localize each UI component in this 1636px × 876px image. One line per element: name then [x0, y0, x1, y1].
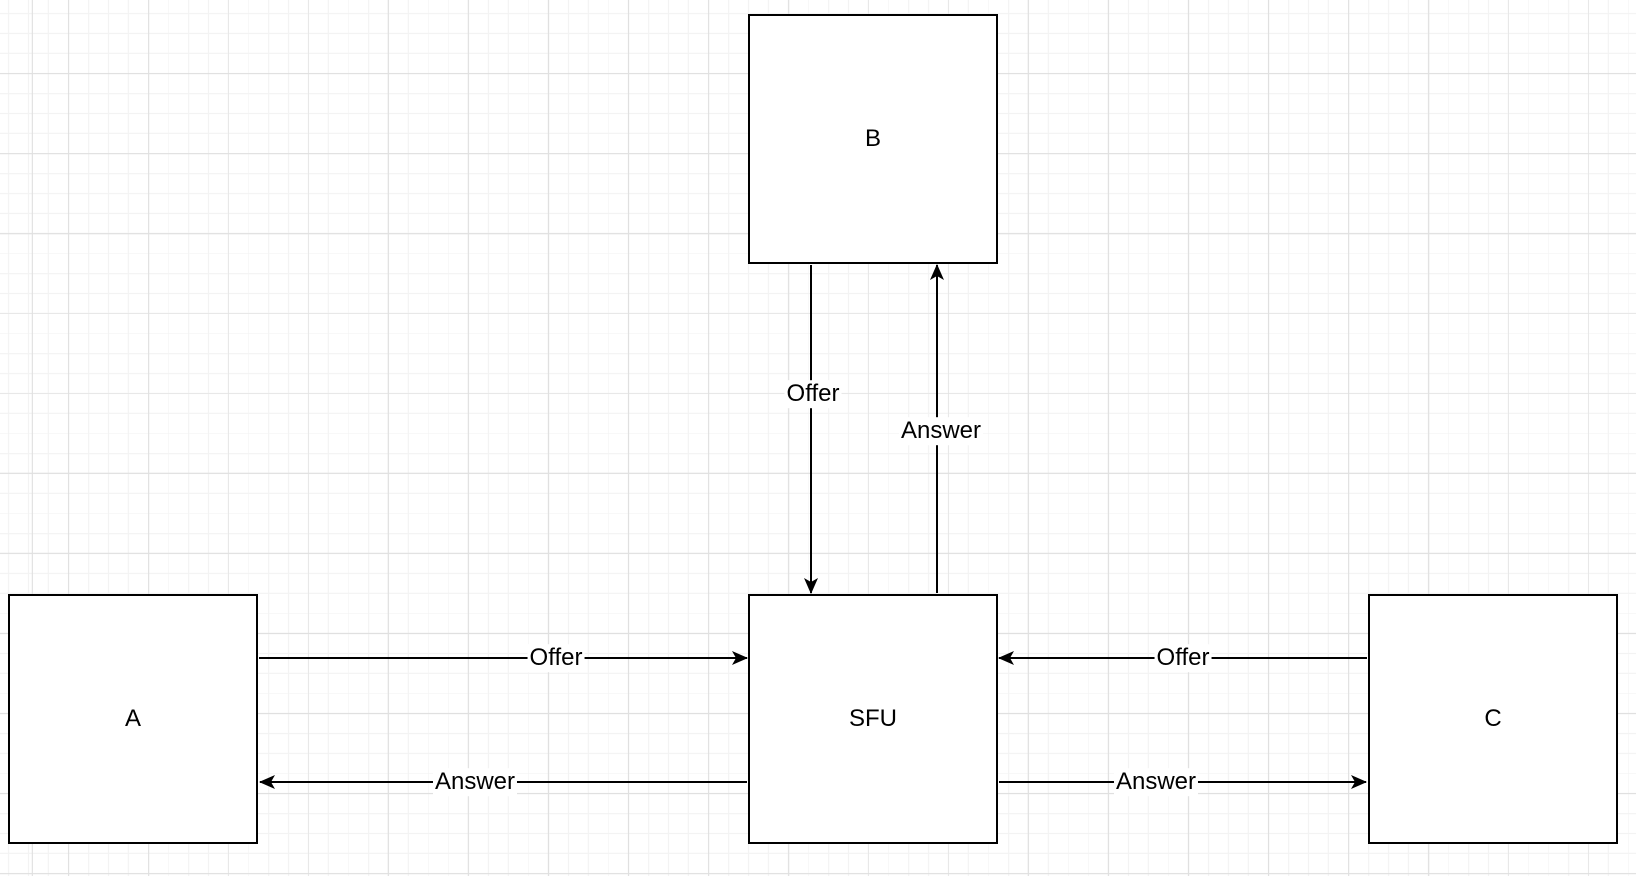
edge-sfu-to-b-label[interactable]: Answer	[898, 417, 984, 445]
node-c-label: C	[1484, 704, 1502, 732]
node-sfu-label: SFU	[849, 704, 897, 732]
edge-sfu-to-c-label[interactable]: Answer	[1113, 768, 1199, 796]
node-b[interactable]: B	[748, 14, 998, 264]
node-c[interactable]: C	[1368, 594, 1618, 844]
node-sfu[interactable]: SFU	[748, 594, 998, 844]
node-b-label: B	[864, 124, 881, 152]
node-a-label: A	[124, 704, 141, 732]
edge-c-to-sfu-label[interactable]: Offer	[1154, 644, 1212, 672]
edge-b-to-sfu-label[interactable]: Offer	[784, 380, 842, 408]
edge-a-to-sfu-label[interactable]: Offer	[527, 644, 585, 672]
node-a[interactable]: A	[8, 594, 258, 844]
edge-sfu-to-a-label[interactable]: Answer	[432, 768, 518, 796]
